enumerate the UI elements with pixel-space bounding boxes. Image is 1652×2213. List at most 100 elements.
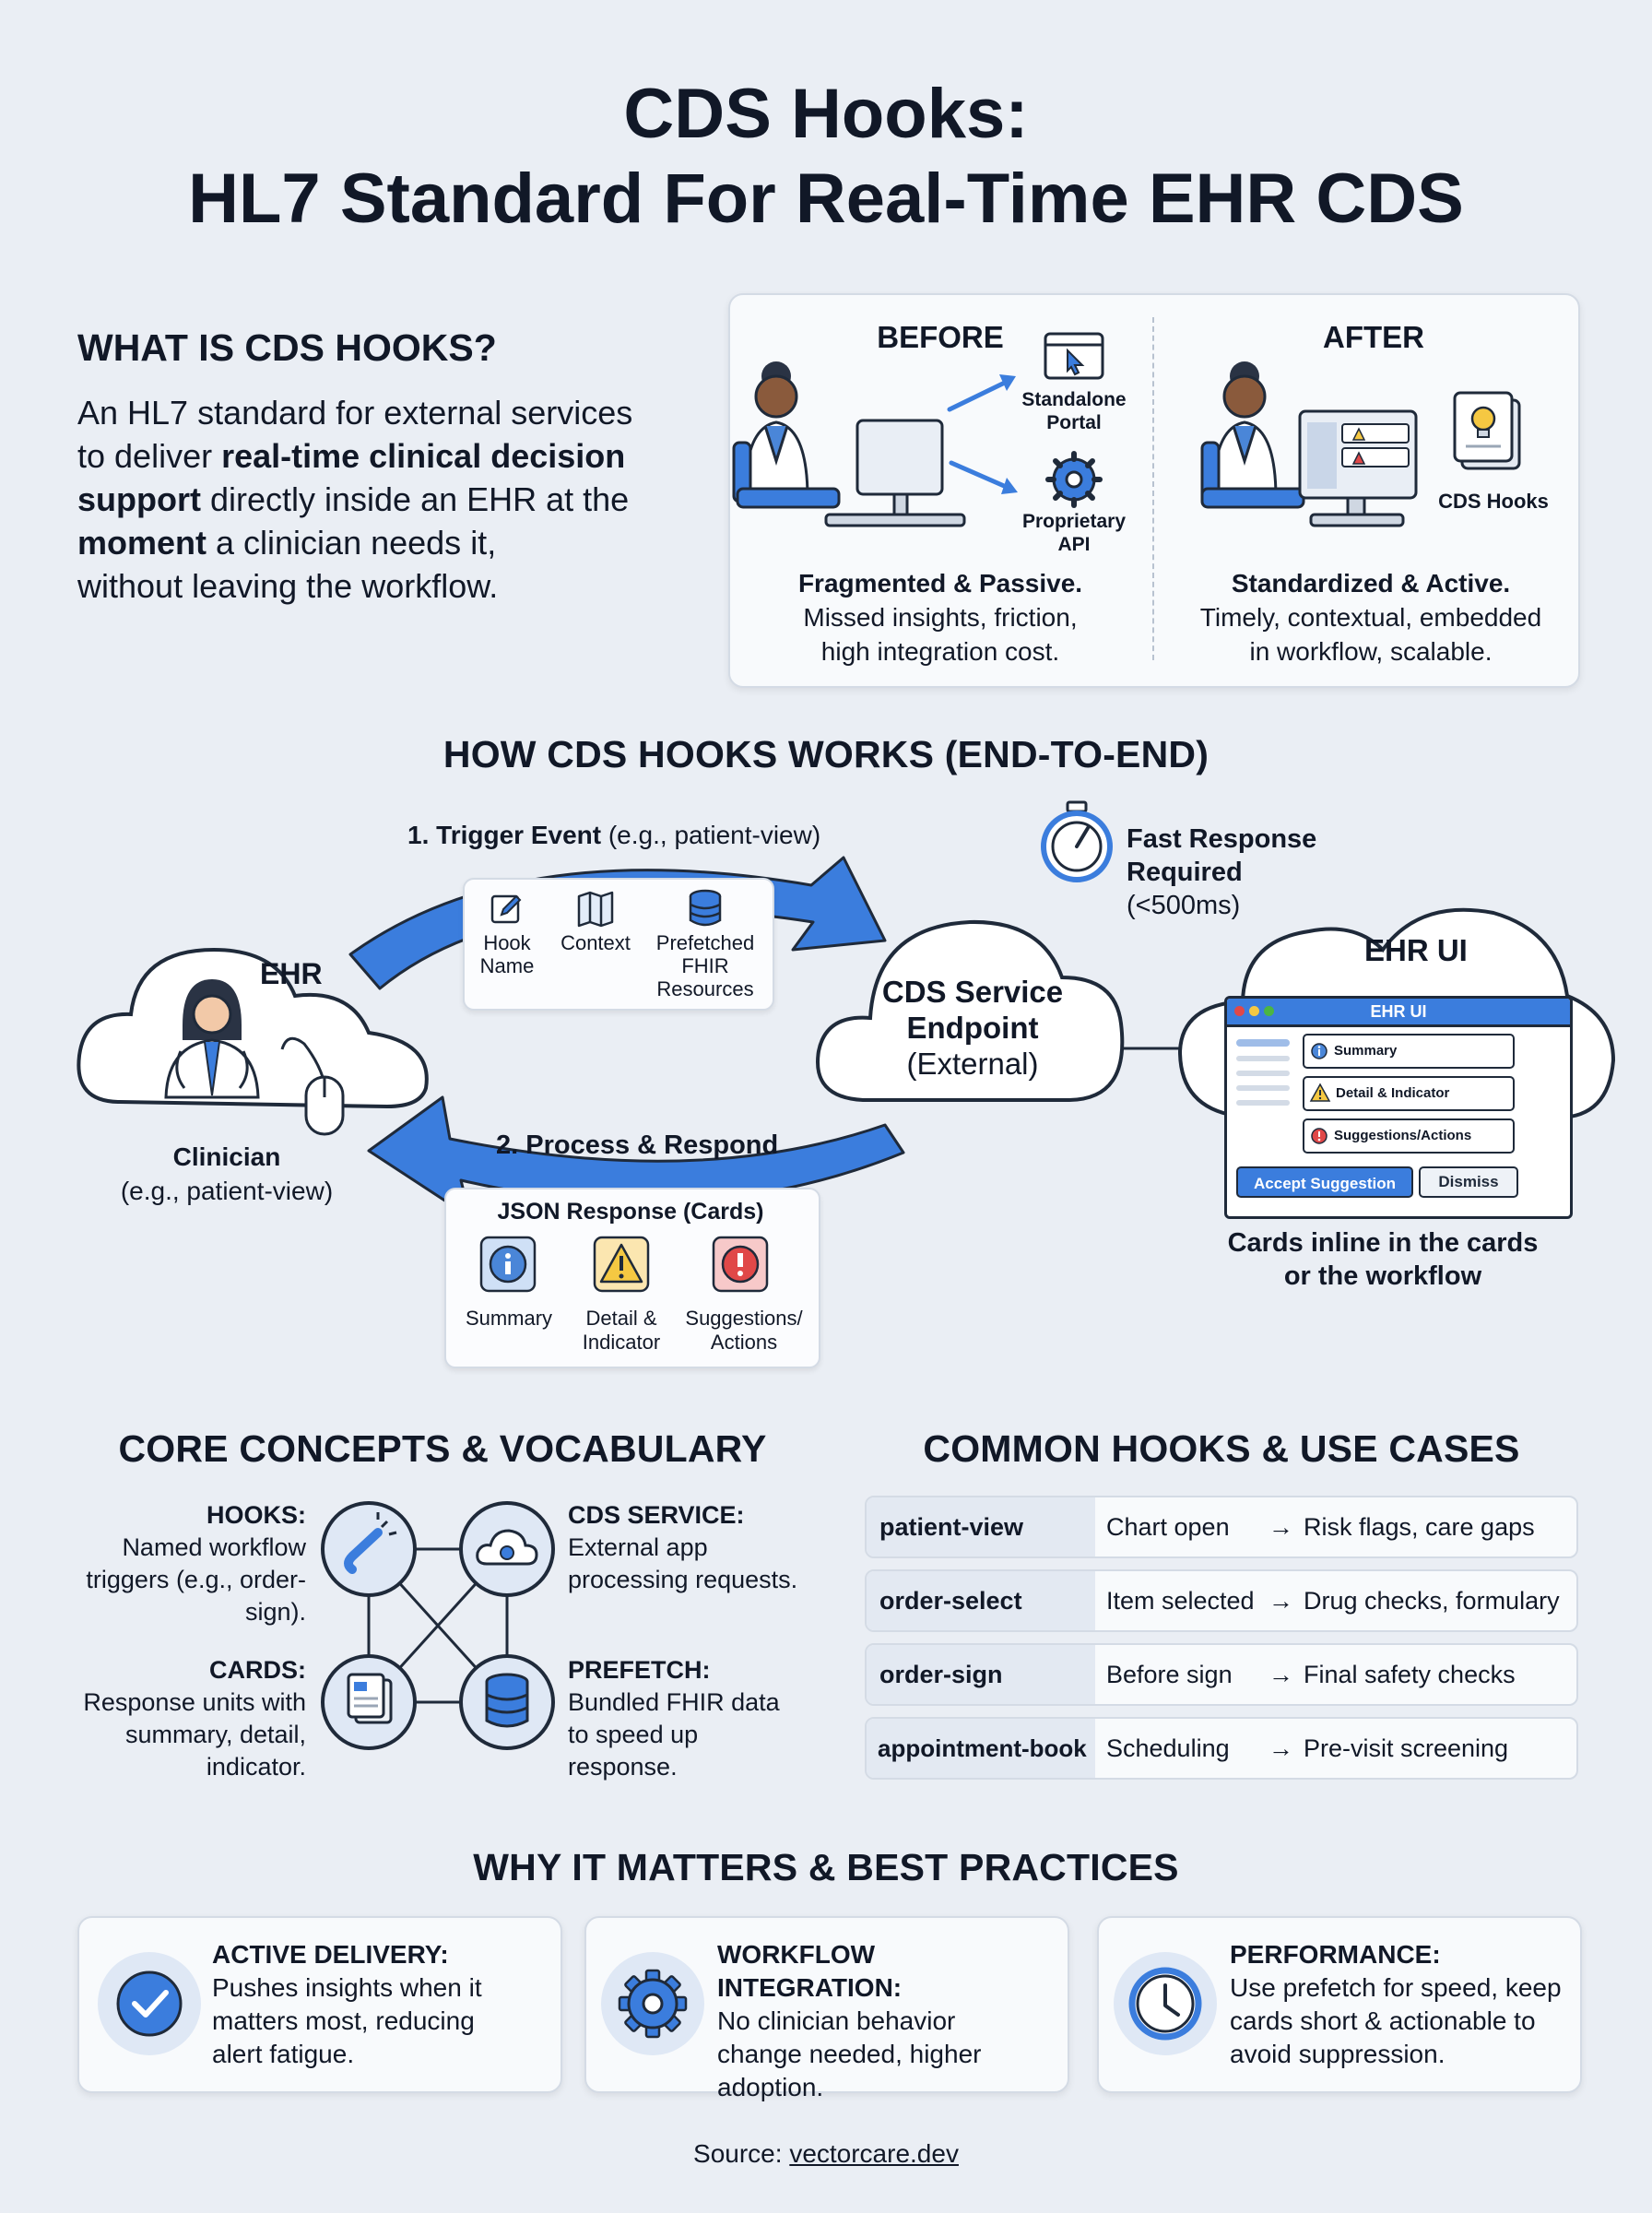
- database-icon: [459, 1654, 555, 1750]
- monitor-with-cards-icon: [1298, 409, 1418, 527]
- api-label-line: Proprietary: [1021, 511, 1127, 532]
- practice-title: ACTIVE DELIVERY:: [212, 1940, 449, 1969]
- arrow-to-api: [949, 460, 1013, 491]
- hook-name-cell: order-sign: [867, 1645, 1095, 1704]
- pencil-icon: [490, 894, 522, 924]
- before-illustration: [732, 332, 1104, 527]
- intro-line-1: An HL7 standard for external services: [77, 394, 633, 432]
- panel-divider: [1152, 317, 1154, 660]
- trigger-label-rest: (e.g., patient-view): [601, 821, 821, 849]
- page-title: CDS Hooks: HL7 Standard For Real-Time EH…: [0, 72, 1652, 242]
- error-icon: [712, 1236, 769, 1293]
- use-case-cell: Drug checks, formulary: [1304, 1587, 1560, 1615]
- response-item-label: Indicator: [582, 1331, 661, 1354]
- concept-title: CARDS:: [209, 1656, 306, 1684]
- practice-desc: change needed, higher: [717, 2040, 982, 2068]
- practice-desc: avoid suppression.: [1230, 2040, 1446, 2068]
- before-caption: Fragmented & Passive. Missed insights, f…: [747, 566, 1134, 669]
- gear-icon: [601, 1952, 704, 2055]
- ehr-cloud: [77, 947, 429, 1109]
- stopwatch-icon: [1041, 800, 1113, 882]
- intro-text-plain: to deliver: [77, 437, 222, 475]
- proprietary-api-label: Proprietary API: [1005, 510, 1143, 556]
- concept-cards: CARDS: Response units with summary, deta…: [55, 1654, 306, 1783]
- clinician-label: Clinician (e.g., patient-view): [88, 1140, 365, 1208]
- arrow-cell: →: [1268, 1587, 1293, 1615]
- practice-desc: matters most, reducing: [212, 2006, 475, 2035]
- practice-desc: cards short & actionable to: [1230, 2006, 1536, 2035]
- fast-response-line: (<500ms): [1127, 891, 1241, 920]
- practice-desc: adoption.: [717, 2073, 824, 2101]
- after-label: AFTER: [1323, 320, 1424, 354]
- concept-hooks: HOOKS: Named workflow triggers (e.g., or…: [55, 1499, 306, 1628]
- ehr-ui-caption: Cards inline in the cards or the workflo…: [1171, 1226, 1595, 1293]
- after-title: Standardized & Active.: [1231, 569, 1511, 598]
- table-row: appointment-book Scheduling → Pre-visit …: [865, 1717, 1578, 1780]
- info-icon: [479, 1236, 537, 1293]
- title-line-2: HL7 Standard For Real-Time EHR CDS: [188, 160, 1464, 238]
- concept-title: PREFETCH:: [568, 1656, 711, 1684]
- practice-desc: alert fatigue.: [212, 2040, 355, 2068]
- lightbulb-card-icon: [1453, 391, 1521, 470]
- intro-line-4: moment a clinician needs it,: [77, 521, 632, 564]
- fast-response-label: Fast Response Required (<500ms): [1127, 822, 1316, 922]
- sidebar-line: [1236, 1071, 1290, 1076]
- request-item-hook: Hook Name: [470, 931, 544, 977]
- intro-text-plain: a clinician needs it,: [206, 524, 497, 562]
- accept-suggestion-button[interactable]: Accept Suggestion: [1236, 1166, 1413, 1198]
- ehr-ui-caption-line: Cards inline in the cards: [1227, 1228, 1539, 1258]
- concepts-network: [321, 1501, 555, 1750]
- mouse-icon: [280, 1036, 345, 1136]
- trigger-cell: Before sign: [1106, 1661, 1233, 1688]
- ehr-card-suggestions[interactable]: Suggestions/Actions: [1303, 1118, 1515, 1154]
- fast-response-line: Required: [1127, 858, 1243, 887]
- ehr-card-detail[interactable]: Detail & Indicator: [1303, 1076, 1515, 1111]
- intro-line-5: without leaving the workflow.: [77, 567, 499, 605]
- warning-icon: [593, 1236, 650, 1293]
- concept-desc: processing requests.: [568, 1566, 798, 1593]
- hook-name-cell: order-select: [867, 1571, 1095, 1630]
- sidebar-line: [1236, 1039, 1290, 1047]
- clinician-icon: [164, 979, 260, 1099]
- practice-active-delivery: ACTIVE DELIVERY: Pushes insights when it…: [212, 1938, 553, 2071]
- warning-icon: [1309, 1083, 1331, 1102]
- concept-desc: External app: [568, 1533, 708, 1561]
- hook-icon: [321, 1501, 417, 1597]
- intro-text-bold: real-time clinical decision: [221, 437, 626, 475]
- cloud-service-icon: [459, 1501, 555, 1597]
- practice-title: WORKFLOW INTEGRATION:: [717, 1940, 903, 2002]
- clinician-label-sub: (e.g., patient-view): [120, 1177, 334, 1205]
- clinician-label-title: Clinician: [172, 1142, 281, 1171]
- practice-title: PERFORMANCE:: [1230, 1940, 1441, 1969]
- cds-service-line: (External): [906, 1047, 1039, 1081]
- intro-heading: WHAT IS CDS HOOKS?: [77, 326, 497, 369]
- arrow-cell: →: [1268, 1734, 1293, 1762]
- arrow-to-portal: [947, 377, 1013, 412]
- concept-desc: Named workflow: [122, 1533, 306, 1561]
- response-item-label: Summary: [465, 1307, 553, 1330]
- cds-hooks-label: CDS Hooks: [1438, 490, 1549, 513]
- concept-desc: Bundled FHIR data: [568, 1688, 780, 1716]
- window-min-dot: [1249, 1006, 1259, 1016]
- dismiss-button[interactable]: Dismiss: [1419, 1166, 1518, 1198]
- response-item-summary: Summary: [457, 1307, 560, 1331]
- concept-desc: indicator.: [206, 1753, 306, 1781]
- cds-service-cloud: [816, 919, 1125, 1102]
- ehr-card-summary[interactable]: Summary: [1303, 1034, 1515, 1069]
- monitor-icon: [824, 419, 966, 527]
- use-case-cell: Risk flags, care gaps: [1304, 1513, 1535, 1541]
- sidebar-line: [1236, 1100, 1290, 1106]
- source-link[interactable]: vectorcare.dev: [789, 2139, 959, 2168]
- intro-text: An HL7 standard for external services to…: [77, 391, 632, 608]
- practice-desc: Use prefetch for speed, keep: [1230, 1973, 1562, 2002]
- intro-line-2: to deliver real-time clinical decision: [77, 434, 632, 478]
- trigger-cell: Item selected: [1106, 1587, 1255, 1615]
- response-item-label: Detail &: [585, 1307, 657, 1330]
- practice-performance: PERFORMANCE: Use prefetch for speed, kee…: [1230, 1938, 1575, 2071]
- concept-desc: sign).: [244, 1598, 306, 1626]
- concept-prefetch: PREFETCH: Bundled FHIR data to speed up …: [568, 1654, 844, 1783]
- trigger-cell: Chart open: [1106, 1513, 1230, 1541]
- concept-desc: response.: [568, 1753, 678, 1781]
- before-title: Fragmented & Passive.: [797, 569, 1083, 598]
- clock-icon: [1114, 1952, 1217, 2055]
